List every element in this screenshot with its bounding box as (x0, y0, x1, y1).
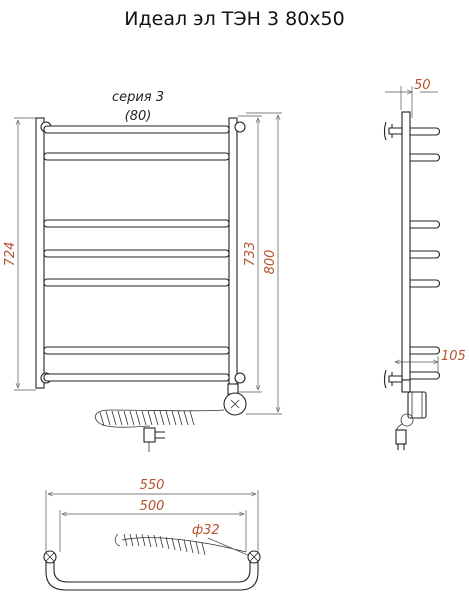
connector-neck (227, 383, 239, 395)
series-label: серия 3 (112, 90, 164, 105)
top-bracket (383, 121, 403, 141)
side-rung-ends (410, 127, 441, 380)
top-cable (114, 533, 247, 556)
dim-550-label: 550 (140, 478, 165, 493)
dim-50-label: 50 (414, 78, 431, 93)
plug-pins (155, 431, 165, 439)
top-right-mount (234, 121, 246, 133)
side-plug (395, 429, 407, 445)
side-rail (401, 111, 411, 381)
side-rung (410, 279, 441, 288)
side-rung (410, 346, 441, 355)
dim-733-label: 733 (243, 242, 258, 267)
side-heater-box (407, 391, 427, 419)
dim-500-label: 500 (140, 499, 165, 514)
front-view: серия 3 (80) (3, 90, 282, 452)
side-rung (410, 127, 441, 136)
diameter-leader (207, 537, 251, 557)
side-rung (410, 250, 441, 259)
bottom-right-mount (234, 372, 246, 384)
rung (43, 125, 230, 134)
left-rail (35, 117, 45, 389)
right-rail (228, 117, 238, 389)
connector-mark (230, 399, 240, 409)
rung (43, 249, 230, 258)
cable-coils (99, 410, 195, 427)
side-rung (410, 371, 441, 380)
dim-800-label: 800 (263, 250, 278, 275)
heater-connector (223, 383, 247, 416)
rung (43, 278, 230, 287)
plug-body (143, 427, 156, 443)
bottom-bracket (383, 369, 403, 389)
side-view: 50 105 (383, 78, 466, 450)
top-frame-inner (53, 560, 251, 583)
rung (43, 152, 230, 161)
side-rung (410, 153, 441, 162)
rung (43, 219, 230, 228)
side-rung (410, 220, 441, 229)
side-plug-pins (397, 444, 405, 450)
series-sub-label: (80) (125, 109, 152, 124)
top-frame-outer (45, 560, 259, 591)
coiled-cable (94, 409, 225, 452)
cable-path (94, 409, 225, 428)
dim-105-label: 105 (441, 349, 466, 364)
dim-724-label: 724 (3, 242, 18, 267)
drawing-title: Идеал эл ТЭН 3 80х50 (124, 8, 345, 30)
diameter-label: ф32 (192, 523, 220, 538)
side-heater (395, 379, 427, 450)
top-view: 550 500 ф32 (43, 478, 261, 591)
rungs (43, 125, 230, 382)
rung (43, 346, 230, 355)
rung (43, 373, 230, 382)
